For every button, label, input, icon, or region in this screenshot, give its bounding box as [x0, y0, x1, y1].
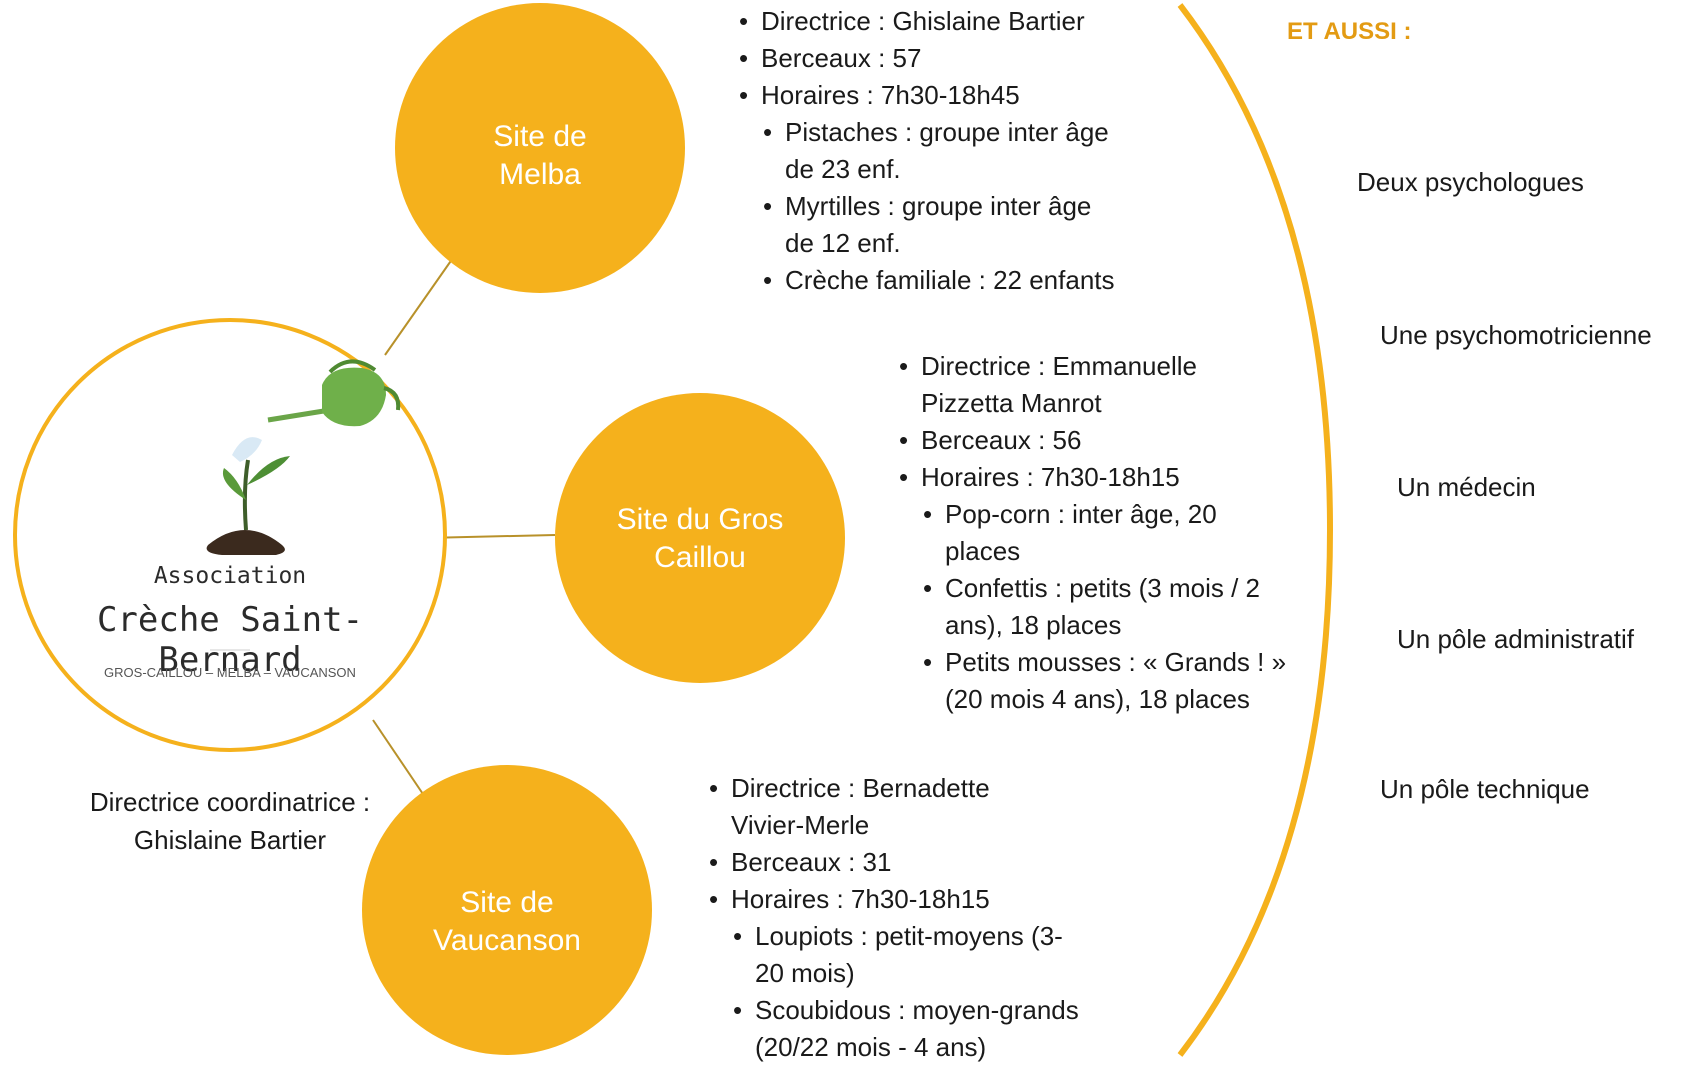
detail-subitem: Loupiots : petit-moyens (3-20 mois): [705, 918, 1075, 992]
site-gros-caillou-label: Site du Gros Caillou: [590, 501, 810, 577]
detail-item: Berceaux : 31: [705, 844, 1135, 881]
coordinator-role: Directrice coordinatrice :: [89, 787, 371, 817]
site-melba-details: Directrice : Ghislaine Bartier Berceaux …: [735, 3, 1155, 299]
detail-item: Directrice : Emmanuelle Pizzetta Manrot: [895, 348, 1221, 422]
et-aussi-bracket: [1177, 3, 1334, 1057]
et-aussi-item: Un pôle technique: [1380, 774, 1590, 804]
detail-item: Horaires : 7h30-18h15: [705, 881, 1135, 918]
detail-item: Berceaux : 56: [895, 422, 1325, 459]
coordinator-caption: Directrice coordinatrice : Ghislaine Bar…: [55, 783, 405, 859]
connector-melba: [384, 254, 456, 356]
site-vaucanson-circle: [362, 765, 652, 1055]
site-gros-caillou-label-text: Site du Gros Caillou: [616, 503, 784, 574]
site-melba-label: Site de Melba: [440, 118, 640, 194]
et-aussi-item: Un médecin: [1397, 472, 1536, 502]
detail-subitem: Pistaches : groupe inter âge de 23 enf.: [735, 114, 1125, 188]
detail-item: Directrice : Bernadette Vivier-Merle: [705, 770, 1041, 844]
logo-sites-subtitle: GROS-CAILLOU – MELBA – VAUCANSON: [104, 665, 356, 680]
detail-item: Horaires : 7h30-18h15: [895, 459, 1325, 496]
detail-subitem: Petits mousses : « Grands ! » (20 mois 4…: [895, 644, 1330, 718]
connector-vaucanson: [372, 719, 428, 801]
detail-subitem: Crèche familiale : 22 enfants: [735, 262, 1155, 299]
detail-item: Horaires : 7h30-18h45: [735, 77, 1155, 114]
detail-subitem: Confettis : petits (3 mois / 2 ans), 18 …: [895, 570, 1325, 644]
site-melba-label-text: Site de Melba: [493, 120, 587, 191]
et-aussi-heading: ET AUSSI :: [1287, 18, 1412, 45]
et-aussi-item: Un pôle administratif: [1397, 624, 1634, 654]
et-aussi-item: Une psychomotricienne: [1380, 320, 1652, 350]
site-vaucanson-label-text: Site de Vaucanson: [433, 886, 581, 957]
site-vaucanson-label: Site de Vaucanson: [407, 884, 607, 960]
watering-can-plant-icon: [206, 359, 401, 555]
coordinator-name: Ghislaine Bartier: [133, 825, 327, 855]
detail-subitem: Scoubidous : moyen-grands (20/22 mois - …: [705, 992, 1135, 1066]
detail-item: Directrice : Ghislaine Bartier: [735, 3, 1155, 40]
logo-association-label: Association: [153, 563, 307, 589]
detail-item: Berceaux : 57: [735, 40, 1155, 77]
logo-name: Crèche Saint-Bernard: [96, 600, 364, 680]
site-gros-caillou-circle: [555, 393, 845, 683]
detail-subitem: Pop-corn : inter âge, 20 places: [895, 496, 1245, 570]
detail-subitem: Myrtilles : groupe inter âge de 12 enf.: [735, 188, 1125, 262]
site-vaucanson-details: Directrice : Bernadette Vivier-Merle Ber…: [705, 770, 1135, 1066]
et-aussi-item: Deux psychologues: [1357, 167, 1584, 197]
site-melba-circle: [395, 3, 685, 293]
site-gros-caillou-details: Directrice : Emmanuelle Pizzetta Manrot …: [895, 348, 1325, 718]
